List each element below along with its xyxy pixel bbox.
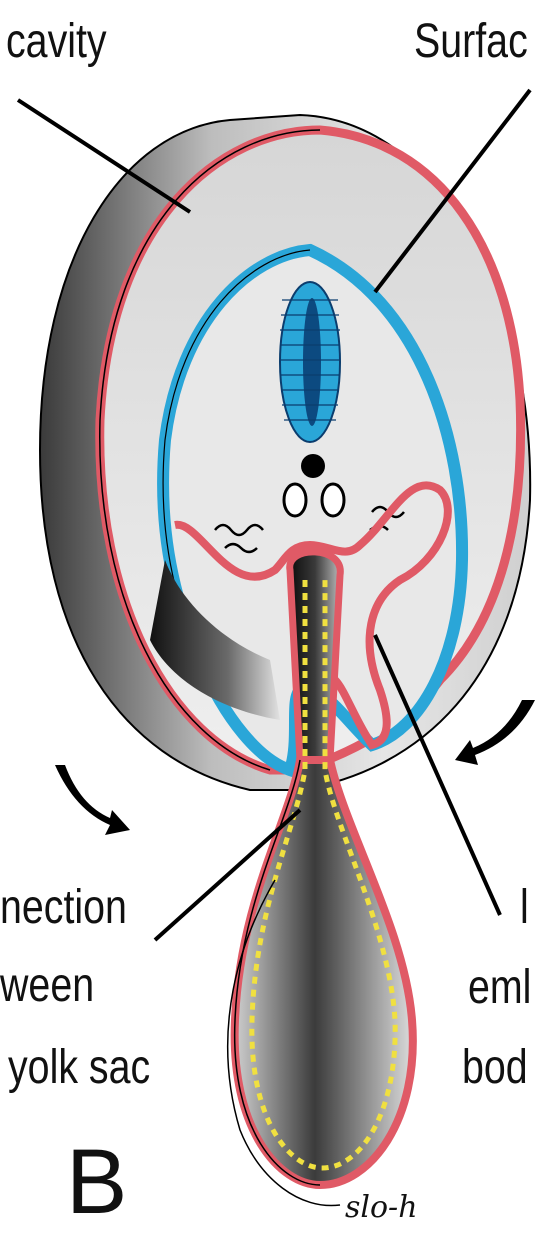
right-aorta (322, 484, 344, 516)
label-cavity: cavity (6, 14, 107, 70)
label-connection-line-3: yolk sac (8, 1040, 150, 1096)
notochord (301, 454, 325, 478)
left-aorta (284, 484, 306, 516)
label-surface: Surfac (414, 14, 528, 70)
label-embryo-body-line-2: eml (468, 960, 531, 1016)
fold-arrow-right-icon (455, 700, 535, 765)
fold-arrow-left-icon (55, 765, 130, 835)
label-embryo-body-line-3: bod (462, 1040, 528, 1096)
primitive-gut (290, 552, 341, 760)
label-embryo-body-line-1: l (520, 880, 529, 936)
label-connection-line-1: nection (0, 880, 127, 936)
label-connection-line-2: ween (0, 958, 94, 1014)
panel-letter: B (66, 1132, 127, 1232)
yolk-sac (235, 760, 413, 1185)
artist-signature: slo-h (345, 1190, 418, 1225)
